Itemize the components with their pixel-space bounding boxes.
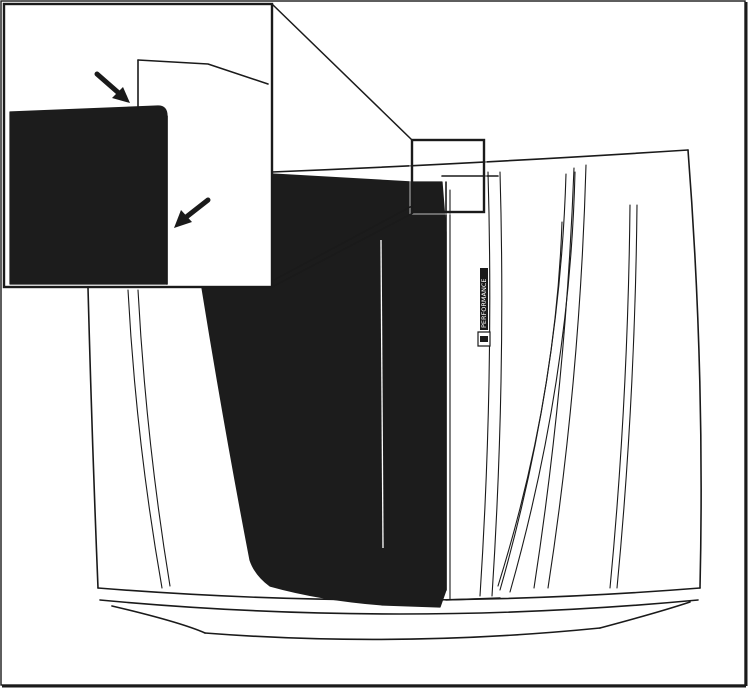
black-hood-decal [201,173,447,608]
callout-arrow-top [94,71,130,103]
badge-text: PERFORMANCE [480,279,488,328]
white-stripe [441,171,576,601]
zoom-connector-lines [271,3,414,287]
detail-selection-box [409,137,487,215]
callout-arrow-bottom [174,197,211,228]
performance-badge: PERFORMANCE [477,268,491,347]
hood-outline [87,149,702,641]
hood-creases [127,164,638,589]
zoom-inset [2,2,274,289]
badge-plate [480,268,488,330]
bowtie-logo-icon [477,331,491,347]
